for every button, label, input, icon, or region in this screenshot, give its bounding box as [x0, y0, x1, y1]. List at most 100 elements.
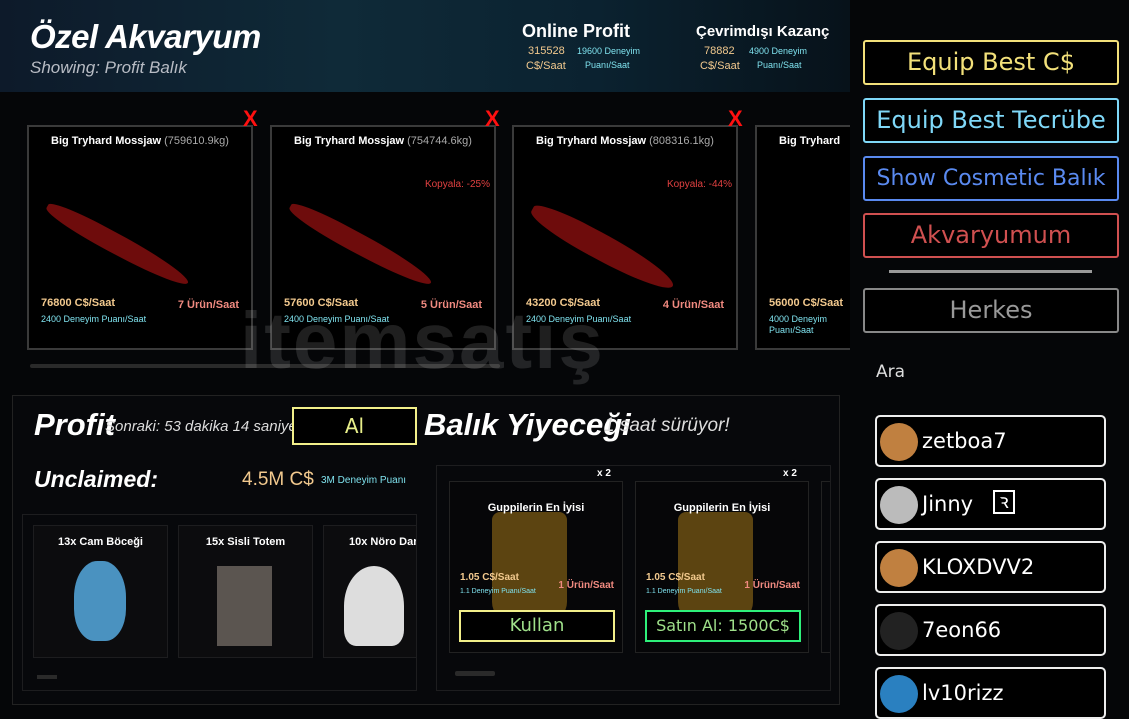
food-urun: 1 Ürün/Saat	[744, 580, 800, 591]
avatar	[880, 675, 918, 713]
equip-best-cs-button[interactable]: Equip Best C$	[863, 40, 1119, 85]
hat-icon	[344, 566, 404, 646]
remove-fish-button[interactable]: X	[485, 106, 500, 131]
food-cs: 1.05 C$/Saat	[460, 572, 519, 583]
offline-xp: 4900 Deneyim	[749, 46, 808, 56]
fish-xp: 2400 Deneyim Puanı/Saat	[284, 314, 390, 324]
equip-best-xp-button[interactable]: Equip Best Tecrübe	[863, 98, 1119, 143]
player-row[interactable]: 7eon66	[875, 604, 1106, 656]
fish-urun: 7 Ürün/Saat	[177, 299, 239, 311]
player-name: KLOXDVV2	[922, 555, 1035, 579]
use-food-button[interactable]: Kullan	[459, 610, 615, 642]
unclaimed-xp: 3M Deneyim Puanı	[321, 475, 407, 486]
player-name: 7eon66	[922, 618, 1002, 642]
watermark: itemsatış	[240, 296, 605, 385]
unclaimed-item[interactable]: 10x Nöro Dar	[323, 525, 417, 658]
item-label: 13x Cam Böceği	[58, 536, 143, 548]
items-scrollbar[interactable]	[37, 675, 57, 679]
profit-title: Profit	[34, 407, 115, 442]
food-count: x 2	[783, 468, 797, 479]
offline-profit-label: Çevrimdışı Kazanç	[696, 23, 830, 40]
food-card: Guppilerin En İyisi 1.05 C$/Saat 1.1 Den…	[635, 481, 809, 653]
player-row[interactable]: lv10rizz	[875, 667, 1106, 719]
fish-image	[525, 198, 680, 297]
showing-label: Showing: Profit Balık	[30, 58, 187, 77]
fish-card[interactable]: Big Tryhard Mossjaw (759610.9kg) 76800 C…	[27, 125, 253, 350]
fish-carousel: Big Tryhard Mossjaw (759610.9kg) 76800 C…	[0, 92, 850, 357]
fish-card[interactable]: Big Tryhard Mossjaw (808316.1kg) Kopyala…	[512, 125, 738, 350]
unclaimed-items-list: 13x Cam Böceği 15x Sisli Totem 10x Nöro …	[22, 514, 417, 691]
divider	[889, 270, 1092, 273]
online-xp-unit: Puanı/Saat	[585, 60, 630, 70]
food-scrollbar[interactable]	[455, 671, 495, 676]
item-label: 10x Nöro Dar	[349, 536, 417, 548]
fish-image	[42, 198, 193, 291]
fish-weight: (754744.6kg)	[407, 135, 472, 147]
fish-food-title: Balık Yiyeceği	[424, 407, 631, 442]
aquarium-header	[0, 0, 850, 92]
player-row[interactable]: zetboa7	[875, 415, 1106, 467]
offline-cs-unit: C$/Saat	[700, 60, 740, 72]
fish-image	[285, 198, 436, 291]
copy-penalty: Kopyala: -44%	[666, 179, 732, 190]
avatar	[880, 549, 918, 587]
copy-penalty: Kopyala: -25%	[424, 179, 490, 190]
food-bag-icon	[678, 512, 753, 622]
online-cs: 315528	[528, 45, 565, 57]
food-xp: 1.1 Deneyim Puanı/Saat	[460, 588, 536, 595]
player-name: lv10rizz	[922, 681, 1004, 705]
fish-weight: (759610.9kg)	[164, 135, 229, 147]
food-card: Guppilerin En İyisi 1.05 C$/Saat 1.1 Den…	[449, 481, 623, 653]
fish-name: Big Tryhard Mossjaw	[294, 135, 405, 147]
food-name: Guppilerin En İyisi	[487, 502, 585, 514]
food-list: x 2 x 2 Guppilerin En İyisi 1.05 C$/Saat…	[436, 465, 831, 691]
buy-food-button[interactable]: Satın Al: 1500C$	[645, 610, 801, 642]
search-label[interactable]: Ara	[876, 362, 906, 382]
next-claim-timer: Sonraki: 53 dakika 14 saniye	[105, 418, 297, 435]
fish-cs: 43200 C$/Saat	[526, 297, 600, 309]
food-count: x 2	[597, 468, 611, 479]
everyone-button[interactable]: Herkes	[863, 288, 1119, 333]
fish-name: Big Tryhard	[779, 135, 841, 147]
remove-fish-button[interactable]: X	[728, 106, 743, 131]
fish-xp: 4000 Deneyim Puanı/Saat	[769, 314, 828, 335]
online-xp: 19600 Deneyim	[577, 46, 641, 56]
avatar	[880, 486, 918, 524]
premium-badge-icon: ꝛ	[993, 490, 1015, 514]
offline-xp-unit: Puanı/Saat	[757, 60, 802, 70]
food-bag-icon	[492, 512, 567, 622]
claim-button[interactable]: Al	[292, 407, 417, 445]
fish-xp: 2400 Deneyim Puanı/Saat	[41, 314, 147, 324]
my-aquarium-button[interactable]: Akvaryumum	[863, 213, 1119, 258]
offline-cs: 78882	[704, 45, 735, 57]
unclaimed-cs: 4.5M C$	[242, 469, 314, 490]
fish-urun: 4 Ürün/Saat	[662, 299, 724, 311]
food-card-partial	[821, 481, 830, 653]
avatar	[880, 423, 918, 461]
beetle-icon	[74, 561, 126, 641]
unclaimed-label: Unclaimed:	[34, 466, 158, 492]
player-name: zetboa7	[922, 429, 1007, 453]
show-cosmetic-button[interactable]: Show Cosmetic Balık	[863, 156, 1119, 201]
fish-cs: 57600 C$/Saat	[284, 297, 358, 309]
fish-xp: 2400 Deneyim Puanı/Saat	[526, 314, 632, 324]
food-xp: 1.1 Deneyim Puanı/Saat	[646, 588, 722, 595]
unclaimed-item[interactable]: 15x Sisli Totem	[178, 525, 313, 658]
page-title: Özel Akvaryum	[30, 18, 261, 55]
food-urun: 1 Ürün/Saat	[558, 580, 614, 591]
unclaimed-item[interactable]: 13x Cam Böceği	[33, 525, 168, 658]
fish-cs: 56000 C$/Saat	[769, 297, 843, 309]
fish-weight: (808316.1kg)	[649, 135, 714, 147]
online-cs-unit: C$/Saat	[526, 60, 566, 72]
remove-fish-button[interactable]: X	[243, 106, 258, 131]
player-row[interactable]: KLOXDVV2	[875, 541, 1106, 593]
fish-urun: 5 Ürün/Saat	[420, 299, 482, 311]
player-name: Jinny	[922, 492, 974, 516]
fish-name: Big Tryhard Mossjaw	[51, 135, 162, 147]
fish-cs: 76800 C$/Saat	[41, 297, 115, 309]
fish-card[interactable]: Big Tryhard 56000 C$/Saat 4000 Deneyim P…	[755, 125, 850, 350]
carousel-scrollbar[interactable]	[30, 364, 500, 368]
online-profit-label: Online Profit	[522, 21, 630, 41]
fish-card[interactable]: Big Tryhard Mossjaw (754744.6kg) Kopyala…	[270, 125, 496, 350]
